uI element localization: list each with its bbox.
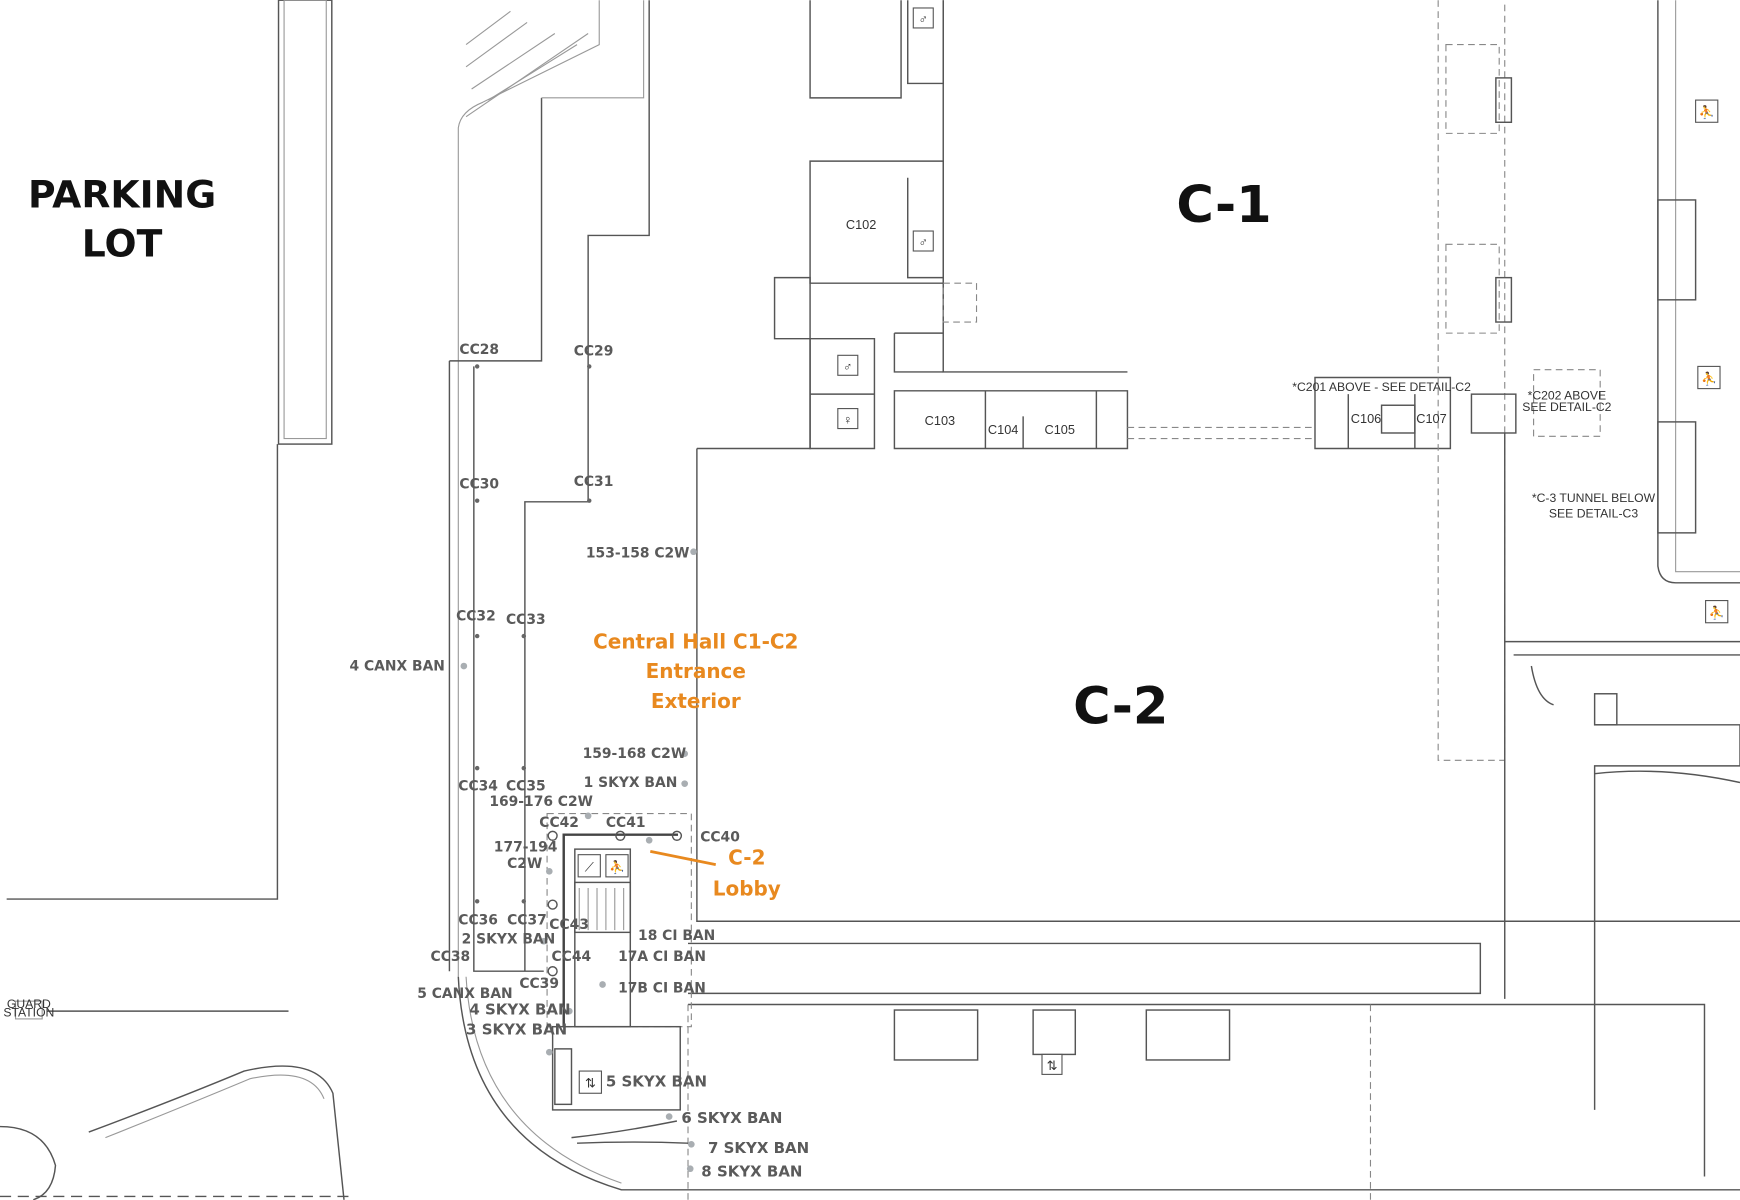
sign-label: 2 SKYX BAN xyxy=(462,931,556,947)
svg-text:♂: ♂ xyxy=(918,235,928,250)
elevator-icon: ⇅ xyxy=(1041,1053,1063,1075)
note-c3-tunnel: *C-3 TUNNEL BELOW xyxy=(1532,491,1656,505)
sign-label: 4 SKYX BAN xyxy=(469,1000,570,1018)
column-label: CC28 xyxy=(459,342,499,358)
exterior-walkway xyxy=(448,0,1740,1191)
sign-label: 4 CANX BAN xyxy=(350,658,445,674)
sign-label: 17B CI BAN xyxy=(618,980,706,996)
column-label: CC31 xyxy=(574,474,614,490)
sign-label: 18 CI BAN xyxy=(638,928,715,944)
sign-label: 5 SKYX BAN xyxy=(606,1073,707,1091)
column-label: CC43 xyxy=(549,917,589,933)
restroom-icon: ♀ xyxy=(837,408,859,430)
stairs-icon: ⛹ xyxy=(605,854,629,878)
hall-c2-label[interactable]: C-2 xyxy=(1073,678,1168,737)
column-label: CC32 xyxy=(456,609,496,625)
column-label: CC42 xyxy=(539,815,579,831)
sign-label: 177-194 xyxy=(494,839,558,855)
room-c102: C102 xyxy=(846,217,876,232)
svg-text:⟋: ⟋ xyxy=(585,859,595,874)
svg-text:⇅: ⇅ xyxy=(585,1076,596,1091)
svg-text:⇅: ⇅ xyxy=(1047,1058,1058,1073)
central-hall-entrance-label[interactable]: Exterior xyxy=(651,689,741,713)
svg-text:⛹: ⛹ xyxy=(1701,371,1717,386)
sign-label: 17A CI BAN xyxy=(618,949,706,965)
room-c103: C103 xyxy=(925,413,955,428)
svg-text:♂: ♂ xyxy=(843,359,853,374)
sign-label: 153-158 C2W xyxy=(586,545,690,561)
column-label: CC30 xyxy=(459,476,499,492)
column-label: CC38 xyxy=(431,949,471,965)
column-markers xyxy=(460,364,697,1173)
lobby-pointer-line xyxy=(650,849,717,867)
column-label: CC44 xyxy=(552,949,592,965)
sign-label: 5 CANX BAN xyxy=(417,986,512,1002)
stairs-icon: ⛹ xyxy=(1695,99,1719,123)
hall-c1-label[interactable]: C-1 xyxy=(1176,176,1271,235)
restroom-icon: ♂ xyxy=(912,230,934,252)
c2-lobby-label[interactable]: C-2 xyxy=(728,846,765,870)
column-label: CC36 xyxy=(458,913,498,929)
note-c202: *C202 ABOVE xyxy=(1528,389,1607,403)
column-label: CC40 xyxy=(700,829,740,845)
stairs-icon: ⛹ xyxy=(1705,600,1729,624)
svg-text:♂: ♂ xyxy=(918,12,928,27)
guard-station-label: GUARD xyxy=(7,997,51,1011)
column-label: CC34 xyxy=(458,778,498,794)
guard-station-label: STATION xyxy=(3,1006,54,1020)
signage-labels: 153-158 C2W 159-168 C2W 1 SKYX BAN 169-1… xyxy=(350,545,810,1180)
column-labels: CC28 CC29 CC30 CC31 CC32 CC33 CC34 CC35 … xyxy=(431,342,740,992)
parking-lot-label: LOT xyxy=(82,222,163,266)
sign-label: 3 SKYX BAN xyxy=(466,1020,567,1038)
svg-text:⛹: ⛹ xyxy=(609,859,625,874)
central-hall-entrance-label[interactable]: Entrance xyxy=(646,659,746,683)
svg-text:⛹: ⛹ xyxy=(1709,605,1725,620)
sign-label: 6 SKYX BAN xyxy=(681,1109,782,1127)
note-c202: SEE DETAIL-C2 xyxy=(1522,400,1611,414)
building-outline xyxy=(687,0,1740,1200)
svg-text:⛹: ⛹ xyxy=(1699,105,1715,120)
note-c3-tunnel: SEE DETAIL-C3 xyxy=(1549,506,1638,520)
elevator-icon: ⇅ xyxy=(578,1070,603,1094)
sign-label: 1 SKYX BAN xyxy=(584,775,678,791)
sign-label: C2W xyxy=(507,856,542,872)
c2-lobby-area xyxy=(546,813,692,1144)
sign-label: 169-176 C2W xyxy=(489,794,593,810)
note-c201: *C201 ABOVE - SEE DETAIL-C2 xyxy=(1292,380,1471,394)
column-label: CC37 xyxy=(507,913,547,929)
column-label: CC29 xyxy=(574,343,614,359)
restroom-icon: ♂ xyxy=(912,7,934,29)
column-label: CC35 xyxy=(506,778,546,794)
room-c104: C104 xyxy=(988,422,1018,437)
room-c107: C107 xyxy=(1416,411,1446,426)
room-c106: C106 xyxy=(1351,411,1381,426)
stairs-icon: ⛹ xyxy=(1697,365,1721,390)
sign-label: 159-168 C2W xyxy=(583,746,687,762)
central-hall-entrance-label[interactable]: Central Hall C1-C2 xyxy=(593,629,798,653)
sign-label: 8 SKYX BAN xyxy=(701,1162,802,1180)
column-label: CC33 xyxy=(506,612,546,628)
svg-text:♀: ♀ xyxy=(843,412,853,427)
sign-label: 7 SKYX BAN xyxy=(708,1139,809,1157)
c2-lobby-label[interactable]: Lobby xyxy=(713,877,781,901)
column-label: CC39 xyxy=(519,976,559,992)
parking-lot-label: PARKING xyxy=(28,173,216,217)
restroom-icon: ♂ xyxy=(837,354,859,376)
parking-lot-area xyxy=(0,0,356,1200)
room-c105: C105 xyxy=(1045,422,1075,437)
escalator-icon: ⟋ xyxy=(577,854,601,878)
column-label: CC41 xyxy=(606,815,646,831)
